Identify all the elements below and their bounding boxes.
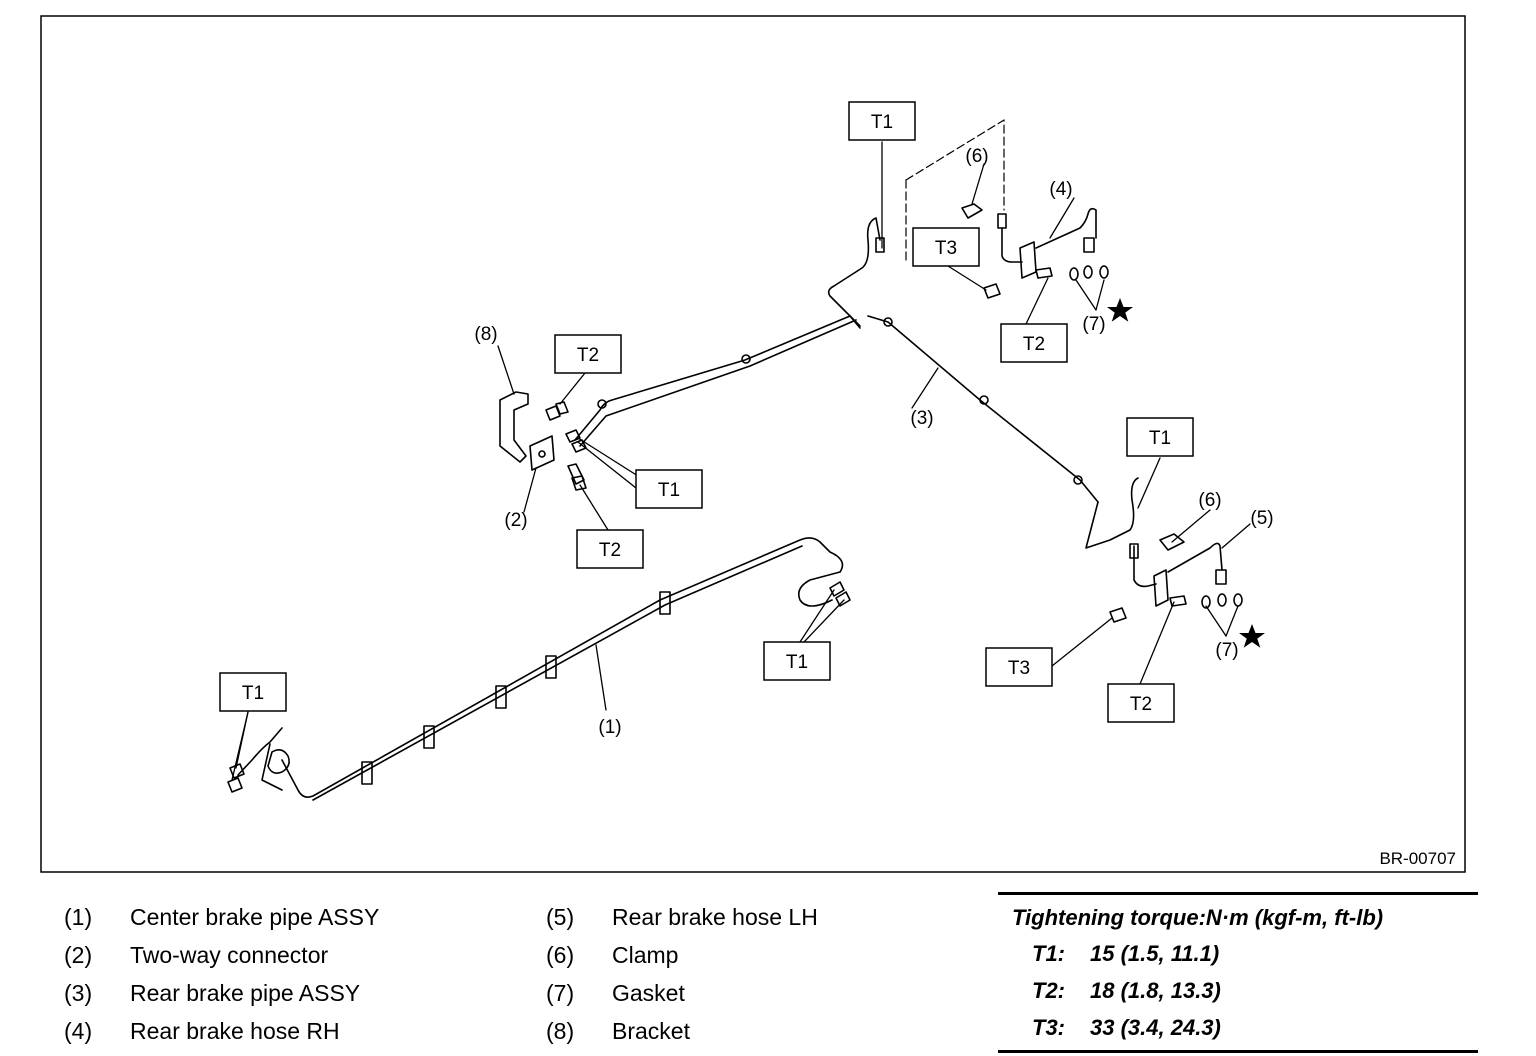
torque-title: Tightening torque:N·m (kgf-m, ft-lb) [1012, 905, 1384, 930]
star-icon [1107, 298, 1133, 322]
torque-row: T2: 18 (1.8, 13.3) [998, 972, 1478, 1009]
star-icon [1239, 624, 1265, 648]
torque-key-label: T3 [935, 238, 957, 259]
torque-key-label: T2 [577, 345, 599, 366]
legend-item: (5) Rear brake hose LH [546, 898, 818, 936]
torque-key-label: T3 [1008, 658, 1030, 679]
legend-item: (4) Rear brake hose RH [64, 1012, 379, 1050]
bracket-and-connector [499, 391, 587, 491]
callout-5: (5) [1250, 508, 1273, 529]
legend-item: (7) Gasket [546, 974, 818, 1012]
phantom-lines [905, 119, 1005, 263]
legend-text: Rear brake hose RH [130, 1018, 340, 1044]
legend-number: (2) [64, 942, 93, 968]
torque-value: 33 (3.4, 24.3) [1090, 1015, 1221, 1040]
torque-value: 18 (1.8, 13.3) [1090, 978, 1221, 1003]
legend-text: Two-way connector [130, 942, 329, 968]
callout-8: (8) [474, 324, 497, 345]
callout-7: (7) [1082, 314, 1105, 335]
rear-brake-hose-lh [1085, 477, 1243, 623]
legend-text: Clamp [612, 942, 679, 968]
torque-key-label: T1 [1149, 428, 1171, 449]
figure-id: BR-00707 [1379, 849, 1456, 868]
legend-text: Bracket [612, 1018, 690, 1044]
torque-row: T3: 33 (3.4, 24.3) [998, 1009, 1478, 1046]
torque-row: T1: 15 (1.5, 11.1) [998, 935, 1478, 972]
brake-line-diagram: T1 T3 T2 T2 T1 T2 T1 T3 T2 T1 T1 (1) (2)… [40, 15, 1466, 873]
legend-number: (1) [64, 904, 93, 930]
torque-key: T2: [1032, 978, 1065, 1003]
torque-table: Tightening torque:N·m (kgf-m, ft-lb) T1:… [998, 892, 1478, 1053]
legend-item: (8) Bracket [546, 1012, 818, 1050]
legend-number: (3) [64, 980, 93, 1006]
torque-key-label: T1 [786, 652, 808, 673]
torque-key-label: T1 [871, 112, 893, 133]
table-rule [998, 892, 1478, 895]
torque-key: T1: [1032, 941, 1065, 966]
legend-number: (8) [546, 1018, 575, 1044]
legend-number: (4) [64, 1018, 93, 1044]
front-pipe [574, 315, 861, 447]
torque-key-label: T2 [1130, 694, 1152, 715]
torque-key-boxes [219, 101, 1194, 723]
torque-key-label: T2 [1023, 334, 1045, 355]
part-callouts: (1) (2) (3) (4) (5) (6) (6) (7) (7) (8) [474, 146, 1273, 738]
callout-1: (1) [598, 717, 621, 738]
legend-item: (1) Center brake pipe ASSY [64, 898, 379, 936]
leader-lines [231, 141, 1251, 781]
callout-7: (7) [1215, 640, 1238, 661]
legend-item: (6) Clamp [546, 936, 818, 974]
diagram-frame [40, 15, 1466, 873]
rear-brake-hose-rh [961, 203, 1109, 299]
legend-text: Rear brake hose LH [612, 904, 818, 930]
legend-text: Rear brake pipe ASSY [130, 980, 361, 1006]
star-markers [1107, 298, 1265, 648]
torque-key: T3: [1032, 1015, 1065, 1040]
legend-left: (1) Center brake pipe ASSY (2) Two-way con… [64, 898, 379, 1050]
table-rule [998, 1050, 1478, 1053]
legend-text: Gasket [612, 980, 685, 1006]
legend-right: (5) Rear brake hose LH (6) Clamp (7) Gasket… [546, 898, 818, 1050]
callout-3: (3) [910, 408, 933, 429]
callout-6: (6) [1198, 490, 1221, 511]
torque-key-label: T1 [658, 480, 680, 501]
legend-text: Center brake pipe ASSY [130, 904, 380, 930]
callout-6: (6) [965, 146, 988, 167]
torque-key-label: T2 [599, 540, 621, 561]
legend-number: (7) [546, 980, 575, 1006]
center-brake-pipe [227, 537, 851, 801]
torque-key-labels: T1 T3 T2 T2 T1 T2 T1 T3 T2 T1 T1 [242, 112, 1171, 715]
torque-key-label: T1 [242, 683, 264, 704]
upper-junction [827, 217, 1099, 503]
callout-2: (2) [504, 510, 527, 531]
legend-item: (2) Two-way connector [64, 936, 379, 974]
legend-number: (5) [546, 904, 575, 930]
callout-4: (4) [1049, 179, 1072, 200]
torque-value: 15 (1.5, 11.1) [1090, 941, 1220, 966]
legend-number: (6) [546, 942, 575, 968]
legend-item: (3) Rear brake pipe ASSY [64, 974, 379, 1012]
